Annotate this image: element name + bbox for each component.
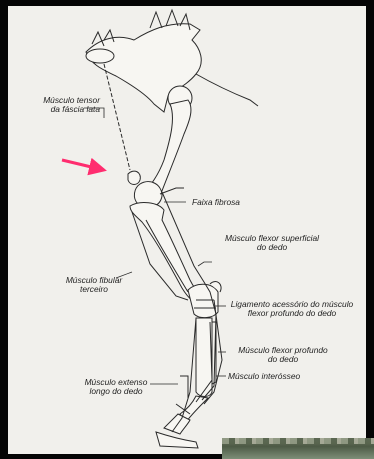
label-interosseus: Músculo interósseo: [228, 372, 300, 381]
metatarsal-bone: [196, 318, 216, 397]
label-fibularis-tertius: Músculo fibular terceiro: [58, 276, 130, 294]
label-line: flexor profundo do dedo: [226, 309, 358, 318]
label-superficial-digital-flexor: Músculo flexor superficial do dedo: [210, 234, 334, 252]
fibrous-band: [160, 188, 184, 194]
label-line: da fáscia lata: [14, 105, 100, 114]
digit-bones: [156, 396, 208, 448]
label-line: do dedo: [210, 243, 334, 252]
long-extensor-bracket: [180, 376, 188, 398]
pointer-arrow-icon: [62, 160, 104, 170]
label-line: do dedo: [226, 355, 340, 364]
label-long-digital-extensor: Músculo extenso longo do dedo: [76, 378, 156, 396]
label-line: Faixa fibrosa: [192, 198, 240, 207]
label-accessory-ligament: Ligamento acessório do músculo flexor pr…: [226, 300, 358, 318]
label-tensor-fascia-lata: Músculo tensor da fáscia lata: [14, 96, 100, 114]
label-line: terceiro: [58, 285, 130, 294]
label-fibrous-band: Faixa fibrosa: [192, 198, 240, 207]
label-deep-digital-flexor: Músculo flexor profundo do dedo: [226, 346, 340, 364]
label-line: longo do dedo: [76, 387, 156, 396]
label-line: Músculo interósseo: [228, 372, 300, 381]
